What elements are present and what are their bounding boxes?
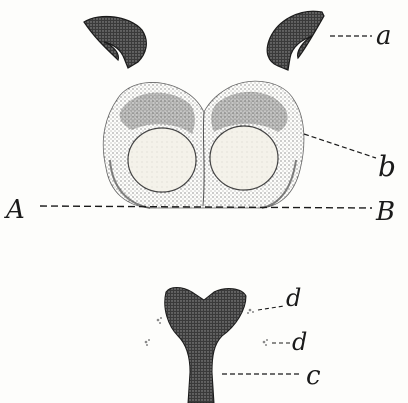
small-dot-left [157, 317, 162, 324]
left-hook-structure [84, 16, 146, 68]
label-d-upper: d [286, 284, 301, 312]
section-line-ab [40, 206, 372, 208]
small-dot-lower-right [263, 339, 268, 346]
small-dot-lower-left [145, 339, 150, 346]
label-b: b [378, 150, 396, 183]
small-dot-upper-right [247, 309, 254, 314]
leader-b [304, 134, 376, 158]
label-c: c [306, 361, 321, 391]
label-d-lower: d [292, 328, 307, 356]
stalk-structure [165, 288, 246, 403]
right-hook-structure [267, 11, 324, 70]
leader-d-upper [258, 306, 284, 310]
label-a: a [376, 21, 392, 51]
label-B: B [375, 197, 395, 227]
label-A: A [4, 195, 25, 225]
